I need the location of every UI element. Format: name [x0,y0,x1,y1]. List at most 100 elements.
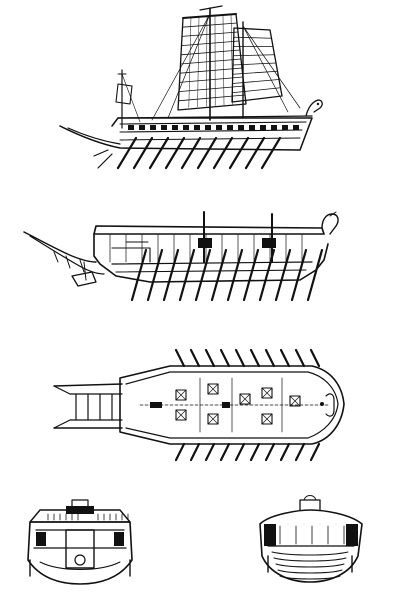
oar [180,136,202,170]
hatch [175,389,187,401]
sail-sheet-line [188,16,192,108]
hull [59,99,323,151]
sail-batten [181,31,239,37]
oar [258,248,276,302]
oar [274,248,292,302]
oar [132,136,154,170]
oar [178,248,196,302]
oar [97,153,113,169]
oar [242,248,260,302]
sail-batten [178,85,245,92]
oar [264,442,276,462]
sail-batten [179,67,243,74]
oar [249,348,261,368]
oar [228,136,250,170]
sail-sheet-line [222,14,225,106]
hull-strake [279,575,341,580]
gunport [139,125,145,130]
sail-sheet-line [206,15,208,107]
sail-batten [232,54,275,57]
oar [234,442,246,462]
side-elevation-view [59,5,323,170]
gunport [194,125,200,130]
oar [146,248,164,302]
gunport [172,125,178,130]
gunport [161,125,167,130]
oar [264,348,276,368]
oar [189,442,201,462]
oar [234,348,246,368]
oar [226,248,244,302]
stern-elevation-view [27,499,133,585]
gunport [293,125,299,130]
oar [196,136,218,170]
oar [306,248,324,302]
oar [130,248,148,302]
hatch [289,395,301,407]
hull-strake [277,569,343,574]
oar [294,442,306,462]
gunport [183,125,189,130]
hatch [261,387,273,399]
sail-batten [181,40,240,46]
deck-fitting [222,402,230,408]
sail-batten [231,87,281,94]
oar [249,442,261,462]
oar [309,442,321,462]
main-sail [177,5,247,111]
longitudinal-section-view [23,211,339,302]
oars [174,348,321,462]
sail-sheet-line [197,15,200,108]
deck-outline [53,365,345,445]
oar [210,248,228,302]
gunport [238,125,244,130]
hull-strake [271,551,349,556]
deck-fitting [150,402,162,408]
oars [93,136,282,170]
oar [219,348,231,368]
hatch [239,393,251,405]
fore-sail [231,27,283,103]
hull-strake [273,557,347,562]
oar [279,442,291,462]
hull-section [23,211,339,287]
oar [189,348,201,368]
deck-plan-view [53,348,345,462]
oar [194,248,212,302]
oars [130,248,324,302]
sail-batten [178,94,246,102]
mast [117,7,244,129]
hatch [175,409,187,421]
sail-batten [233,36,272,39]
oar [174,442,186,462]
gunport [227,125,233,130]
oar [309,348,321,368]
oar [162,248,180,302]
hull-strake [275,563,345,568]
oar [294,348,306,368]
hatch [261,413,273,425]
sail-batten [179,76,244,83]
oar [116,136,138,170]
rigging [121,13,301,123]
sail-batten [232,70,278,75]
oar [244,136,266,170]
gunport [260,125,266,130]
gunport [150,125,156,130]
hatch [207,413,219,425]
pennant [115,83,133,105]
gunport [282,125,288,130]
oar [279,348,291,368]
oar [204,442,216,462]
sail-batten [182,22,238,28]
oar [174,348,186,368]
oar [260,136,282,170]
gunport [249,125,255,130]
gunport [216,125,222,130]
gunport [205,125,211,130]
oar [219,442,231,462]
oar [148,136,170,170]
oar [212,136,234,170]
